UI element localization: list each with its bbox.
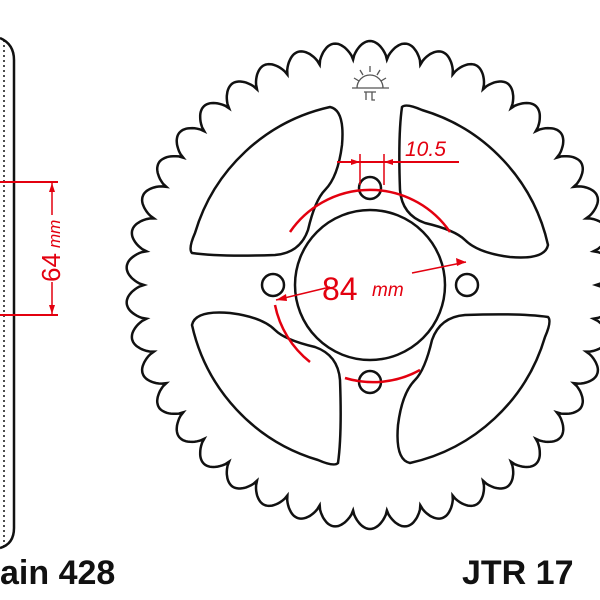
jt-logo-icon (352, 66, 389, 101)
center-bore (293, 208, 447, 362)
side-dimension-value: 64 (36, 253, 66, 282)
bolt-circle-arc (273, 304, 311, 363)
part-number-label: JTR 17 (462, 554, 574, 592)
bolt-circle-unit: mm (372, 280, 404, 301)
hole-width-value: 10.5 (405, 138, 446, 161)
bolt-hole-right (454, 272, 480, 298)
window-bottom-right (396, 313, 551, 465)
chain-label: ain 428 (0, 554, 115, 592)
bolt-hole-top (357, 175, 383, 201)
window-top-left (189, 105, 344, 257)
front-view: 84 mm 10.5 (125, 39, 600, 531)
sprocket-teeth-outline (125, 39, 600, 531)
bolt-hole-left (260, 272, 286, 298)
bolt-circle-arc (344, 368, 421, 384)
side-view: 64 mm (0, 36, 66, 550)
side-dimension-unit: mm (45, 220, 64, 248)
window-bottom-left (190, 311, 342, 466)
bolt-circle-arc (288, 188, 452, 233)
cutout-windows (189, 104, 551, 466)
window-top-right (398, 104, 550, 259)
bolt-circle-value: 84 (322, 271, 358, 307)
side-profile (0, 36, 16, 550)
